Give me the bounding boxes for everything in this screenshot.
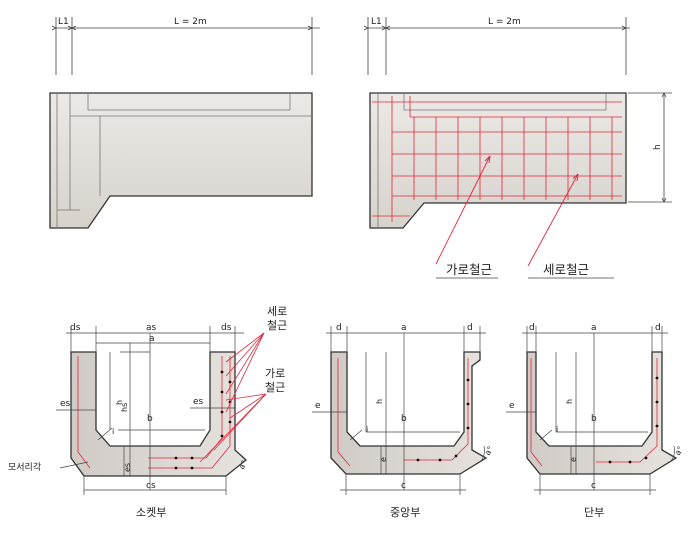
socket-b-label: b bbox=[147, 414, 153, 424]
socket-vertical-rebar-label-1: 세로 bbox=[267, 305, 287, 318]
top-right-l1-label: L1 bbox=[371, 17, 382, 27]
middle-title: 중앙부 bbox=[390, 506, 420, 519]
middle-angle-label: a° bbox=[483, 445, 495, 457]
horizontal-rebar-callout: 가로철근 bbox=[446, 262, 492, 277]
socket-i-label: i bbox=[112, 427, 114, 436]
socket-section: ds as ds a hs h b es es i es cs 모서리각 a° … bbox=[8, 305, 287, 519]
top-right-body bbox=[369, 92, 627, 229]
end-h-label: h bbox=[565, 399, 574, 404]
middle-i-label: i bbox=[366, 425, 368, 434]
socket-es-right-label: es bbox=[193, 397, 204, 407]
socket-horizontal-rebar-label-2: 철근 bbox=[265, 381, 285, 394]
socket-h-label: h bbox=[115, 400, 124, 405]
socket-title: 소켓부 bbox=[136, 506, 166, 519]
socket-cs-label: cs bbox=[146, 481, 156, 491]
socket-es-left-label: es bbox=[60, 399, 71, 409]
socket-es-bottom-label: es bbox=[123, 463, 132, 472]
socket-ds-right-label: ds bbox=[221, 323, 232, 333]
rebar-grid bbox=[372, 96, 622, 222]
end-e-bottom-label: e bbox=[569, 457, 578, 462]
middle-e-bottom-label: e bbox=[379, 457, 388, 462]
socket-a-label: a bbox=[149, 334, 155, 344]
end-d-right-label: d bbox=[655, 323, 661, 333]
middle-a-label: a bbox=[401, 323, 407, 333]
top-left-length-label: L = 2m bbox=[174, 17, 207, 27]
middle-c-label: c bbox=[401, 481, 406, 491]
socket-ds-left-label: ds bbox=[70, 323, 81, 333]
top-left-body bbox=[49, 92, 313, 229]
end-angle-label: a° bbox=[673, 445, 685, 457]
top-right-height-label: h bbox=[653, 144, 663, 150]
socket-corner-label: 모서리각 bbox=[8, 461, 41, 473]
end-c-label: c bbox=[591, 481, 596, 491]
socket-as-label: as bbox=[146, 323, 157, 333]
top-left-l1-label: L1 bbox=[58, 17, 69, 27]
socket-hs-label: hs bbox=[120, 403, 129, 412]
end-body bbox=[526, 351, 678, 475]
end-a-label: a bbox=[591, 323, 597, 333]
vertical-rebar-callout: 세로철근 bbox=[543, 262, 589, 277]
middle-d-right-label: d bbox=[467, 323, 473, 333]
end-section: d a d h b e i e c a° 단부 bbox=[506, 323, 685, 519]
middle-d-left-label: d bbox=[336, 323, 342, 333]
middle-e-left-label: e bbox=[315, 401, 321, 411]
socket-horizontal-rebar-label-1: 가로 bbox=[265, 367, 285, 380]
middle-h-label: h bbox=[375, 399, 384, 404]
socket-body bbox=[70, 351, 248, 477]
top-left-elevation: L1 L = 2m bbox=[49, 17, 320, 229]
middle-section: d a d h b e i e c a° 중앙부 bbox=[312, 323, 495, 519]
end-i-label: i bbox=[556, 425, 558, 434]
end-title: 단부 bbox=[584, 506, 604, 519]
middle-b-label: b bbox=[401, 414, 407, 424]
socket-vertical-rebar-label-2: 철근 bbox=[267, 319, 287, 332]
end-d-left-label: d bbox=[529, 323, 535, 333]
top-right-elevation: L1 L = 2m h bbox=[363, 17, 672, 279]
end-e-left-label: e bbox=[509, 401, 515, 411]
middle-body bbox=[330, 351, 488, 475]
top-right-length-label: L = 2m bbox=[488, 17, 521, 27]
end-b-label: b bbox=[591, 414, 597, 424]
socket-angle-label: a° bbox=[237, 459, 249, 471]
